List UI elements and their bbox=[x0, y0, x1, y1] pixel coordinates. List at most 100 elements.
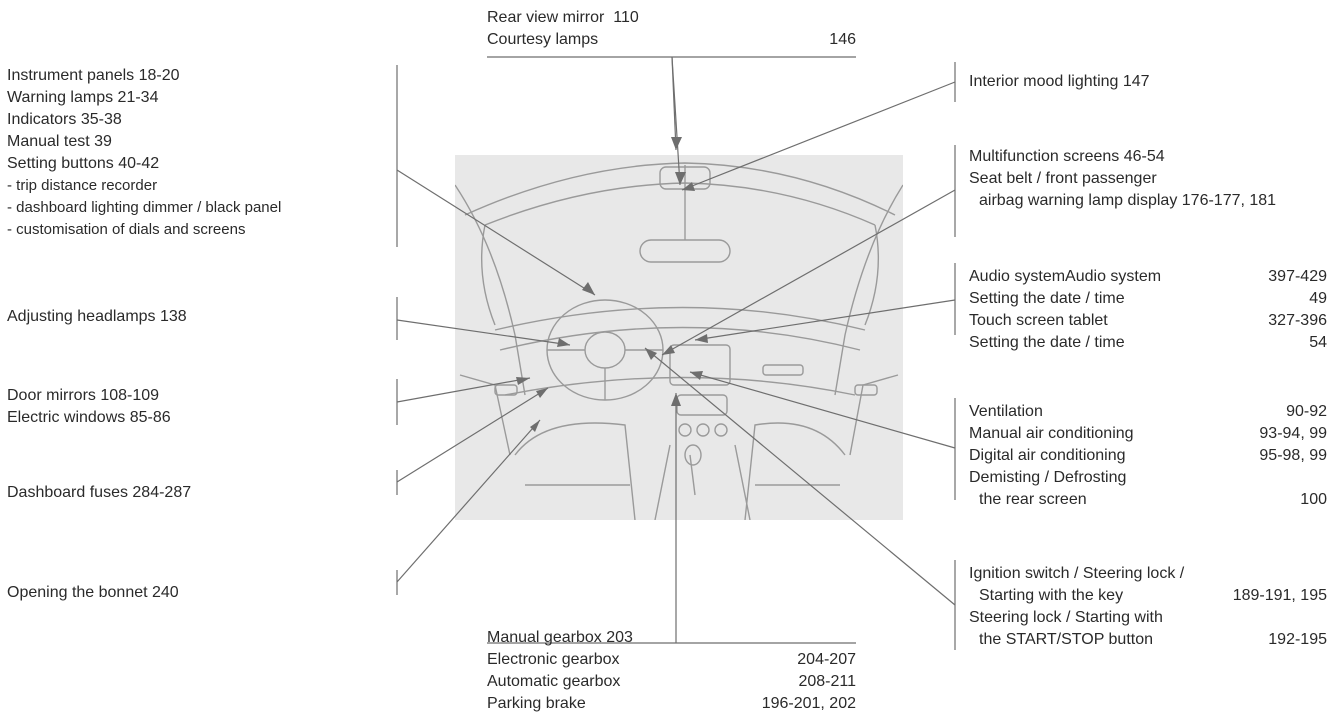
rear-mirror-group: Rear view mirror 110 Courtesy lamps 146 bbox=[487, 7, 856, 51]
starting-key-row: Starting with the key 189-191, 195 bbox=[969, 585, 1327, 607]
steering-lock-label: Steering lock / Starting with bbox=[969, 609, 1163, 626]
headlamps-leader bbox=[396, 319, 571, 346]
bonnet-group: Opening the bonnet 240 bbox=[7, 582, 179, 604]
parking-brake-row: Parking brake 196-201, 202 bbox=[487, 693, 856, 715]
audio-arrow bbox=[695, 334, 708, 343]
audio-leader bbox=[694, 299, 956, 341]
mood-group: Interior mood lighting 147 bbox=[969, 71, 1150, 93]
opening-bonnet: Opening the bonnet 240 bbox=[7, 584, 179, 601]
adjusting-headlamps: Adjusting headlamps 138 bbox=[7, 308, 187, 325]
touch-screen-label: Touch screen tablet bbox=[969, 312, 1108, 329]
manual-ac-label: Manual air conditioning bbox=[969, 425, 1134, 442]
mirrors-arrow bbox=[516, 377, 530, 385]
manual-gearbox-row: Manual gearbox 203 bbox=[487, 627, 856, 649]
audio-system-label: Audio systemAudio system bbox=[969, 268, 1162, 285]
mood-leader bbox=[681, 81, 956, 191]
door-mirrors: Door mirrors 108-109 bbox=[7, 387, 160, 404]
parking-brake-pages: 196-201, 202 bbox=[761, 695, 856, 712]
gearbox-arrow bbox=[671, 393, 681, 406]
multifunction-group: Multifunction screens 46-54 Seat belt / … bbox=[969, 146, 1276, 212]
ventilation-label: Ventilation bbox=[969, 403, 1043, 420]
fuses-arrow bbox=[536, 388, 548, 398]
automatic-gearbox-pages: 208-211 bbox=[798, 673, 856, 690]
manual-gearbox-label: Manual gearbox 203 bbox=[487, 629, 633, 646]
manual-ac-pages: 93-94, 99 bbox=[1259, 425, 1327, 442]
rear-view-mirror-row: Rear view mirror 110 bbox=[487, 7, 856, 29]
audio-group: Audio systemAudio system 397-429 Setting … bbox=[969, 266, 1327, 354]
fuses-leader bbox=[396, 387, 549, 483]
ventilation-arrow bbox=[690, 371, 703, 380]
digital-ac-label: Digital air conditioning bbox=[969, 447, 1126, 464]
parking-brake-label: Parking brake bbox=[487, 695, 586, 712]
touch-date-pages: 54 bbox=[1309, 334, 1327, 351]
digital-ac-pages: 95-98, 99 bbox=[1259, 447, 1327, 464]
multifunction-leader bbox=[661, 189, 956, 356]
rear-mirror-arrow bbox=[675, 172, 686, 185]
ignition-leader bbox=[644, 347, 956, 606]
mood-arrow bbox=[682, 182, 695, 191]
ignition-group: Ignition switch / Steering lock / Starti… bbox=[969, 563, 1327, 651]
instrument-arrow bbox=[582, 282, 595, 295]
rear-screen-row: the rear screen 100 bbox=[969, 489, 1327, 511]
touch-date-label: Setting the date / time bbox=[969, 334, 1125, 351]
warning-lamps: Warning lamps 21-34 bbox=[7, 89, 159, 106]
automatic-gearbox-label: Automatic gearbox bbox=[487, 673, 621, 690]
manual-test: Manual test 39 bbox=[7, 133, 112, 150]
dashboard-fuses: Dashboard fuses 284-287 bbox=[7, 484, 192, 501]
ventilation-leader bbox=[689, 371, 956, 449]
courtesy-lamps-row: Courtesy lamps 146 bbox=[487, 29, 856, 51]
gearbox-group: Manual gearbox 203 Electronic gearbox 204… bbox=[487, 627, 856, 715]
rear-view-mirror-label: Rear view mirror bbox=[487, 9, 605, 26]
courtesy-leader bbox=[671, 56, 677, 151]
steering-lock-row: Steering lock / Starting with bbox=[969, 607, 1327, 629]
electronic-gearbox-label: Electronic gearbox bbox=[487, 651, 620, 668]
audio-date-label: Setting the date / time bbox=[969, 290, 1125, 307]
courtesy-arrow bbox=[671, 137, 682, 150]
demisting-row: Demisting / Defrosting bbox=[969, 467, 1327, 489]
headlamps-arrow bbox=[557, 338, 570, 347]
indicators: Indicators 35-38 bbox=[7, 111, 122, 128]
electronic-gearbox-pages: 204-207 bbox=[797, 651, 856, 668]
electric-windows: Electric windows 85-86 bbox=[7, 409, 171, 426]
electronic-gearbox-row: Electronic gearbox 204-207 bbox=[487, 649, 856, 671]
rear-view-mirror-pages: 110 bbox=[613, 9, 639, 26]
multifunction-arrow bbox=[662, 345, 675, 355]
setting-buttons: Setting buttons 40-42 bbox=[7, 155, 160, 172]
courtesy-lamps-pages: 146 bbox=[829, 31, 856, 48]
start-stop-label: the START/STOP button bbox=[979, 631, 1154, 648]
starting-key-label: Starting with the key bbox=[979, 587, 1124, 604]
touch-screen-row: Touch screen tablet 327-396 bbox=[969, 310, 1327, 332]
digital-ac-row: Digital air conditioning 95-98, 99 bbox=[969, 445, 1327, 467]
trip-recorder: - trip distance recorder bbox=[7, 177, 158, 194]
fuses-group: Dashboard fuses 284-287 bbox=[7, 482, 191, 504]
instrument-leader bbox=[396, 169, 596, 296]
mirrors-leader bbox=[396, 377, 531, 403]
mirrors-group: Door mirrors 108-109 Electric windows 85… bbox=[7, 385, 171, 429]
start-stop-pages: 192-195 bbox=[1268, 631, 1327, 648]
start-stop-row: the START/STOP button 192-195 bbox=[969, 629, 1327, 651]
bonnet-leader bbox=[396, 419, 541, 583]
lighting-dimmer: - dashboard lighting dimmer / black pane… bbox=[7, 199, 282, 216]
rear-screen-pages: 100 bbox=[1300, 491, 1327, 508]
touch-date-row: Setting the date / time 54 bbox=[969, 332, 1327, 354]
headlamps-group: Adjusting headlamps 138 bbox=[7, 306, 187, 328]
starting-key-pages: 189-191, 195 bbox=[1232, 587, 1327, 604]
rear-screen-label: the rear screen bbox=[979, 491, 1087, 508]
bonnet-arrow bbox=[530, 420, 540, 432]
courtesy-lamps-label: Courtesy lamps bbox=[487, 31, 599, 48]
audio-system-pages: 397-429 bbox=[1268, 268, 1327, 285]
instrument-group: Instrument panels 18-20 Warning lamps 21… bbox=[7, 65, 281, 241]
dial-customisation: - customisation of dials and screens bbox=[7, 221, 246, 238]
demisting-label: Demisting / Defrosting bbox=[969, 469, 1127, 486]
manual-ac-row: Manual air conditioning 93-94, 99 bbox=[969, 423, 1327, 445]
automatic-gearbox-row: Automatic gearbox 208-211 bbox=[487, 671, 856, 693]
seat-belt-passenger: Seat belt / front passenger bbox=[969, 170, 1157, 187]
audio-system-row: Audio systemAudio system 397-429 bbox=[969, 266, 1327, 288]
instrument-panels: Instrument panels 18-20 bbox=[7, 67, 180, 84]
interior-mood-lighting: Interior mood lighting 147 bbox=[969, 73, 1150, 90]
touch-screen-pages: 327-396 bbox=[1268, 312, 1327, 329]
